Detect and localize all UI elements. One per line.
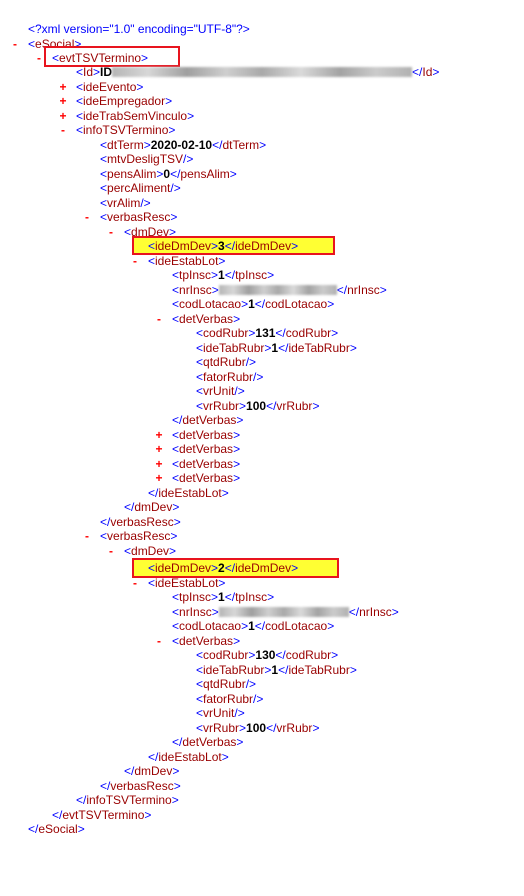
node-qtd-rubr-2: <qtdRubr/> — [196, 677, 257, 691]
node-vr-unit-2: <vrUnit/> — [196, 706, 245, 720]
node-dm-dev-2-open: <dmDev> — [124, 544, 177, 558]
toggle-info-tsv-termino[interactable]: - — [61, 123, 65, 137]
node-nr-insc-2: <nrInsc></nrInsc> — [172, 605, 399, 619]
node-ide-estab-lot-1-close: </ideEstabLot> — [148, 486, 229, 500]
node-evt-tsv-termino-open: <evtTSVTermino> — [52, 51, 149, 65]
node-verbas-resc-1-open: <verbasResc> — [100, 210, 178, 224]
node-id: <Id>ID</Id> — [76, 65, 440, 79]
node-cod-lotacao-1: <codLotacao>1</codLotacao> — [172, 297, 335, 311]
node-cod-rubr-2: <codRubr>130</codRubr> — [196, 648, 339, 662]
node-dt-term: <dtTerm>2020-02-10</dtTerm> — [100, 138, 267, 152]
node-tp-insc-1: <tpInsc>1</tpInsc> — [172, 268, 275, 282]
node-dm-dev-2-close: </dmDev> — [124, 764, 180, 778]
toggle-det-verbas-5[interactable]: + — [155, 471, 163, 485]
node-nr-insc-1: <nrInsc></nrInsc> — [172, 283, 387, 297]
toggle-ide-estab-lot-1[interactable]: - — [133, 254, 137, 268]
node-ide-tab-rubr-2: <ideTabRubr>1</ideTabRubr> — [196, 663, 357, 677]
node-ide-empregador: <ideEmpregador> — [76, 94, 173, 108]
redacted-nr-insc-1 — [218, 285, 337, 295]
toggle-dm-dev-2[interactable]: - — [109, 544, 113, 558]
node-verbas-resc-2-close: </verbasResc> — [100, 779, 181, 793]
toggle-esocial[interactable]: - — [13, 37, 17, 51]
node-det-verbas-6-close: </detVerbas> — [172, 735, 244, 749]
node-det-verbas-1-close: </detVerbas> — [172, 413, 244, 427]
node-det-verbas-6-open: <detVerbas> — [172, 634, 241, 648]
node-ide-estab-lot-2-close: </ideEstabLot> — [148, 750, 229, 764]
node-dm-dev-1-open: <dmDev> — [124, 225, 177, 239]
toggle-ide-evento[interactable]: + — [59, 80, 67, 94]
node-det-verbas-2: <detVerbas> — [172, 428, 241, 442]
toggle-det-verbas-3[interactable]: + — [155, 442, 163, 456]
node-cod-rubr-1: <codRubr>131</codRubr> — [196, 326, 339, 340]
toggle-det-verbas-1[interactable]: - — [157, 312, 161, 326]
node-det-verbas-4: <detVerbas> — [172, 457, 241, 471]
highlight-box-ide-dm-dev-2 — [132, 558, 339, 578]
node-ide-trab-sem-vinculo: <ideTrabSemVinculo> — [76, 109, 195, 123]
redacted-id-value — [112, 67, 413, 77]
node-verbas-resc-1-close: </verbasResc> — [100, 515, 181, 529]
node-tp-insc-2: <tpInsc>1</tpInsc> — [172, 590, 275, 604]
node-mtv-deslig-tsv: <mtvDesligTSV/> — [100, 152, 194, 166]
node-cod-lotacao-2: <codLotacao>1</codLotacao> — [172, 619, 335, 633]
redacted-nr-insc-2 — [218, 607, 349, 617]
node-pens-alim: <pensAlim>0</pensAlim> — [100, 167, 237, 181]
toggle-ide-estab-lot-2[interactable]: - — [133, 576, 137, 590]
toggle-det-verbas-4[interactable]: + — [155, 457, 163, 471]
node-det-verbas-5: <detVerbas> — [172, 471, 241, 485]
node-det-verbas-1-open: <detVerbas> — [172, 312, 241, 326]
node-perc-aliment: <percAliment/> — [100, 181, 181, 195]
node-ide-dm-dev-1: <ideDmDev>3</ideDmDev> — [148, 239, 299, 253]
node-det-verbas-3: <detVerbas> — [172, 442, 241, 456]
node-ide-evento: <ideEvento> — [76, 80, 144, 94]
highlight-box-evt-tsv-termino — [44, 46, 180, 67]
node-ide-dm-dev-2: <ideDmDev>2</ideDmDev> — [148, 561, 299, 575]
toggle-verbas-resc-2[interactable]: - — [85, 529, 89, 543]
toggle-ide-trab-sem-vinculo[interactable]: + — [59, 109, 67, 123]
node-vr-unit-1: <vrUnit/> — [196, 384, 245, 398]
toggle-dm-dev-1[interactable]: - — [109, 225, 113, 239]
node-info-tsv-termino-close: </infoTSVTermino> — [76, 793, 179, 807]
node-evt-tsv-termino-close: </evtTSVTermino> — [52, 808, 152, 822]
toggle-det-verbas-6[interactable]: - — [157, 634, 161, 648]
toggle-evt-tsv-termino[interactable]: - — [37, 51, 41, 65]
node-vr-rubr-1: <vrRubr>100</vrRubr> — [196, 399, 320, 413]
toggle-det-verbas-2[interactable]: + — [155, 428, 163, 442]
node-ide-tab-rubr-1: <ideTabRubr>1</ideTabRubr> — [196, 341, 357, 355]
toggle-verbas-resc-1[interactable]: - — [85, 210, 89, 224]
node-fator-rubr-2: <fatorRubr/> — [196, 692, 264, 706]
node-vr-alim: <vrAlim/> — [100, 196, 151, 210]
node-fator-rubr-1: <fatorRubr/> — [196, 370, 264, 384]
node-dm-dev-1-close: </dmDev> — [124, 500, 180, 514]
node-ide-estab-lot-2-open: <ideEstabLot> — [148, 576, 226, 590]
node-verbas-resc-2-open: <verbasResc> — [100, 529, 178, 543]
xml-declaration: <?xml version="1.0" encoding="UTF-8"?> — [28, 22, 250, 36]
node-ide-estab-lot-1-open: <ideEstabLot> — [148, 254, 226, 268]
xml-declaration-text: <?xml version="1.0" encoding="UTF-8"?> — [28, 22, 250, 36]
node-esocial-close: </eSocial> — [28, 822, 85, 836]
toggle-ide-empregador[interactable]: + — [59, 94, 67, 108]
node-info-tsv-termino-open: <infoTSVTermino> — [76, 123, 176, 137]
highlight-box-ide-dm-dev-1 — [132, 236, 335, 255]
node-vr-rubr-2: <vrRubr>100</vrRubr> — [196, 721, 320, 735]
node-qtd-rubr-1: <qtdRubr/> — [196, 355, 257, 369]
